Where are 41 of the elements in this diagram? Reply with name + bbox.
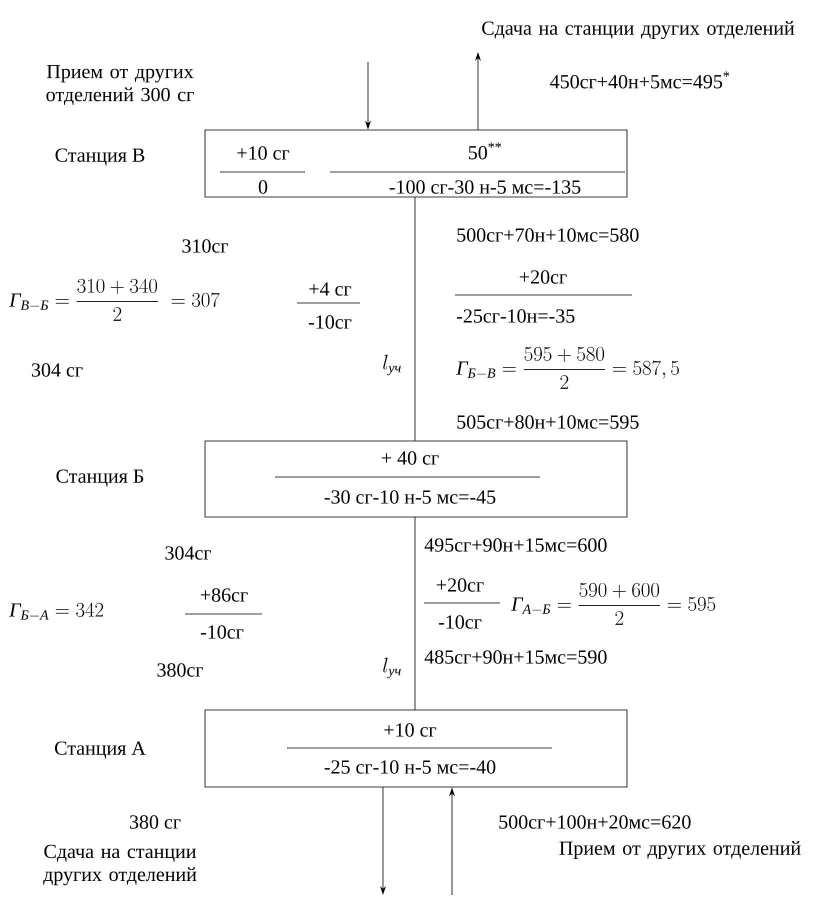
box-value: + 40 сг <box>382 451 439 465</box>
formula: $l_{\textit{уч}}$ <box>383 354 401 376</box>
connector-line <box>414 517 416 710</box>
quantity-label: 500сг+70н+10мс=580 <box>457 228 639 242</box>
quantity-label: 500сг+100н+20мс=620 <box>499 815 691 829</box>
quantity-label: 450сг+40н+5мс=495$^{*}$ <box>550 72 730 88</box>
box-value: -25 сг-10 н-5 мс=-40 <box>324 760 496 774</box>
quantity-label: 380сг <box>157 663 204 677</box>
station-name: Станция В <box>56 148 144 166</box>
formula: $\textit{Г}_{\textit{Б}-\textit{В}}=\frac{595+580}{2}=587,5$ <box>456 346 679 389</box>
quantity-label: 310сг <box>182 239 228 253</box>
box-value: -30 сг-10 н-5 мс=-45 <box>324 490 496 504</box>
quantity-label: 485сг+90н+15мс=590 <box>424 650 607 664</box>
box-value: +10 сг <box>384 723 436 737</box>
quantity-label: +20сг <box>520 270 567 284</box>
box-value: -100 сг-30 н-5 мс=-135 <box>390 180 580 194</box>
box-value: +10 сг <box>237 146 290 160</box>
quantity-label: +4 сг <box>309 282 352 296</box>
quantity-label: -10сг <box>438 615 482 629</box>
formula: $l_{\textit{уч}}$ <box>383 658 401 678</box>
note-label: Прием от других отделений <box>559 841 801 859</box>
box-value: 50$^{**}$ <box>468 142 502 160</box>
quantity-label: -10сг <box>200 625 244 639</box>
station-name: Станция Б <box>56 469 144 487</box>
quantity-label: 304сг <box>165 546 212 560</box>
formula: $\textit{Г}_{\textit{А}-\textit{Б}}=\frac{590+600}{2}=595$ <box>511 582 716 625</box>
station-name: Станция А <box>54 741 146 759</box>
quantity-label: +20сг <box>436 578 484 592</box>
formula: $\textit{Г}_{\textit{В}-\textit{Б}}=\frac{310+340}{2}\;=307$ <box>9 278 220 321</box>
quantity-label: -25сг-10н=-35 <box>456 309 574 323</box>
connector-line <box>414 197 416 441</box>
note-label: Прием от других отделений 300 сг <box>46 65 194 105</box>
quantity-label: 380 сг <box>130 815 181 829</box>
note-label: Сдача на станции других отделений <box>482 21 794 39</box>
quantity-label: 304 сг <box>32 363 83 377</box>
quantity-label: -10сг <box>308 315 352 329</box>
formula: $\textit{Г}_{\textit{Б}-\textit{А}}=342$ <box>9 602 104 620</box>
quantity-label: 495сг+90н+15мс=600 <box>424 538 607 552</box>
box-value: 0 <box>258 180 268 194</box>
quantity-label: +86сг <box>200 588 248 602</box>
note-label: Сдача на станции других отделений <box>43 844 196 886</box>
